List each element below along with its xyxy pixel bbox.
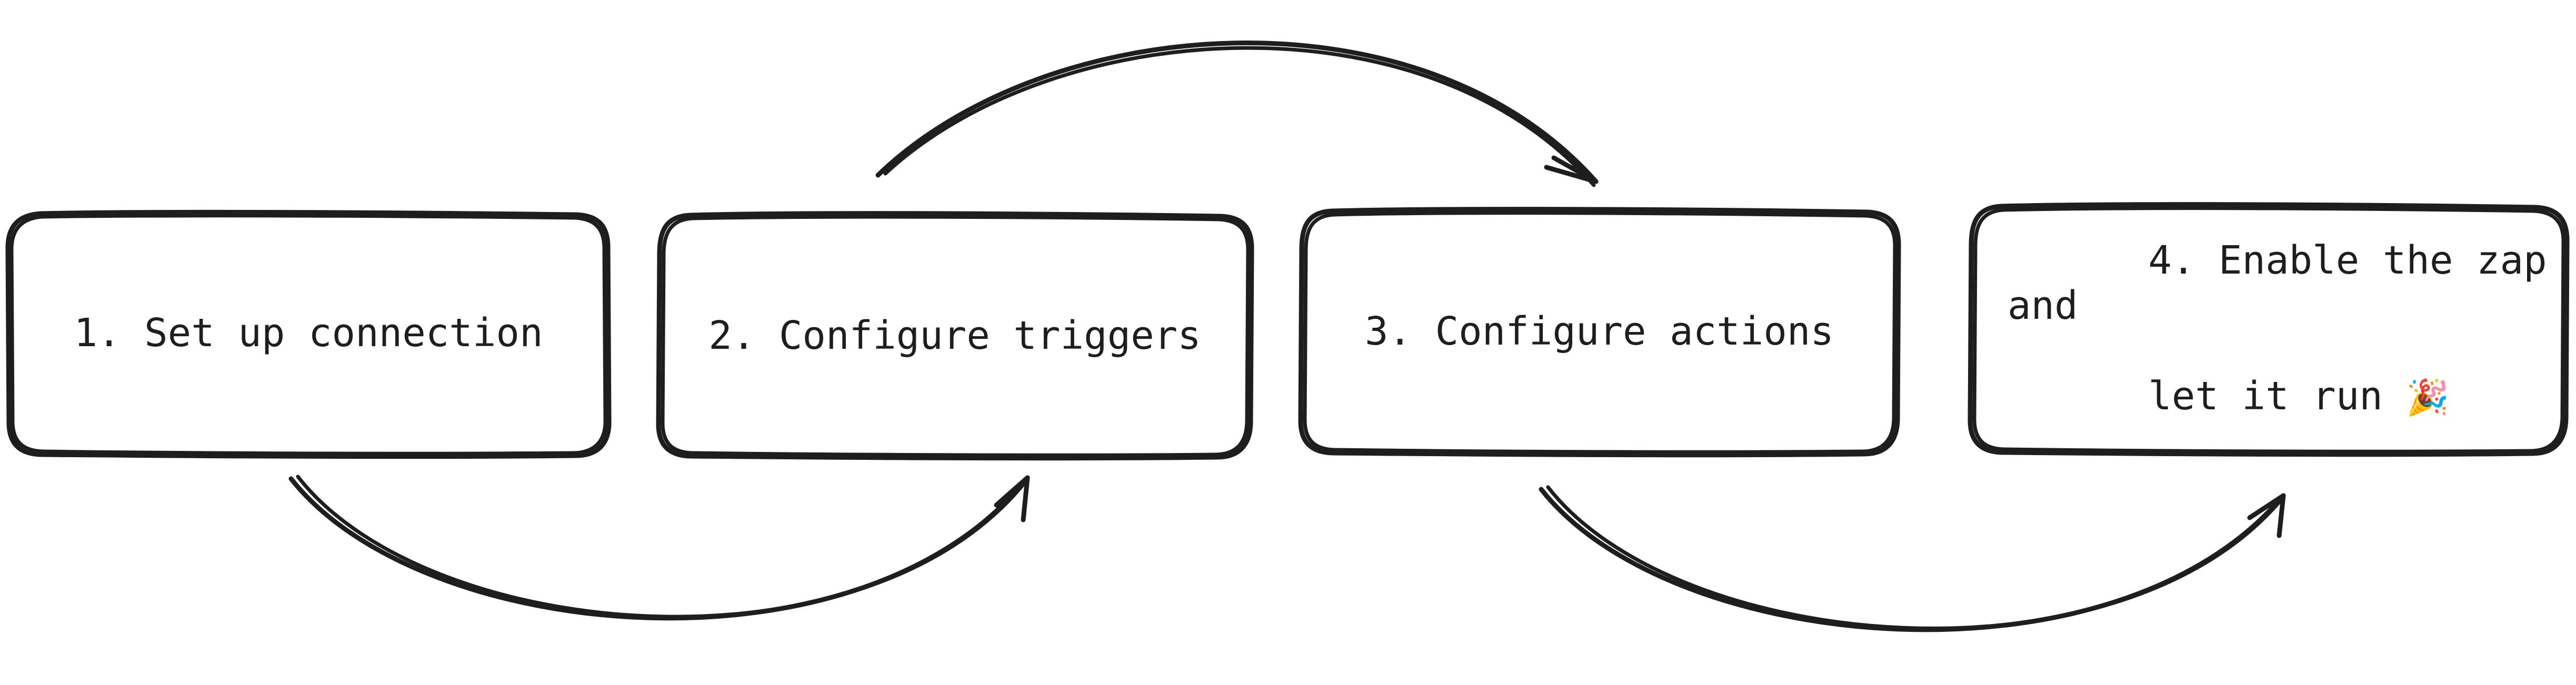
step-4-label-line-2: let it run (2148, 373, 2407, 419)
arrow-step2-to-step3 (875, 41, 1599, 187)
step-box-1[interactable]: 1. Set up connection (8, 210, 608, 457)
step-1-label: 1. Set up connection (74, 310, 543, 356)
step-4-label-line-1: 4. Enable the zap and (2008, 238, 2571, 329)
step-box-3[interactable]: 3. Configure actions (1300, 208, 1899, 456)
step-2-label: 2. Configure triggers (708, 313, 1201, 359)
step-4-label: 4. Enable the zap and let it run 🎉 (2008, 194, 2568, 465)
arrow-step3-to-step4 (1539, 485, 2286, 632)
step-3-label: 3. Configure actions (1364, 309, 1834, 355)
arrow-step1-to-step2 (288, 475, 1030, 621)
step-box-4[interactable]: 4. Enable the zap and let it run 🎉 (1970, 203, 2568, 455)
step-box-2[interactable]: 2. Configure triggers (658, 212, 1252, 460)
party-popper-icon: 🎉 (2406, 377, 2450, 418)
